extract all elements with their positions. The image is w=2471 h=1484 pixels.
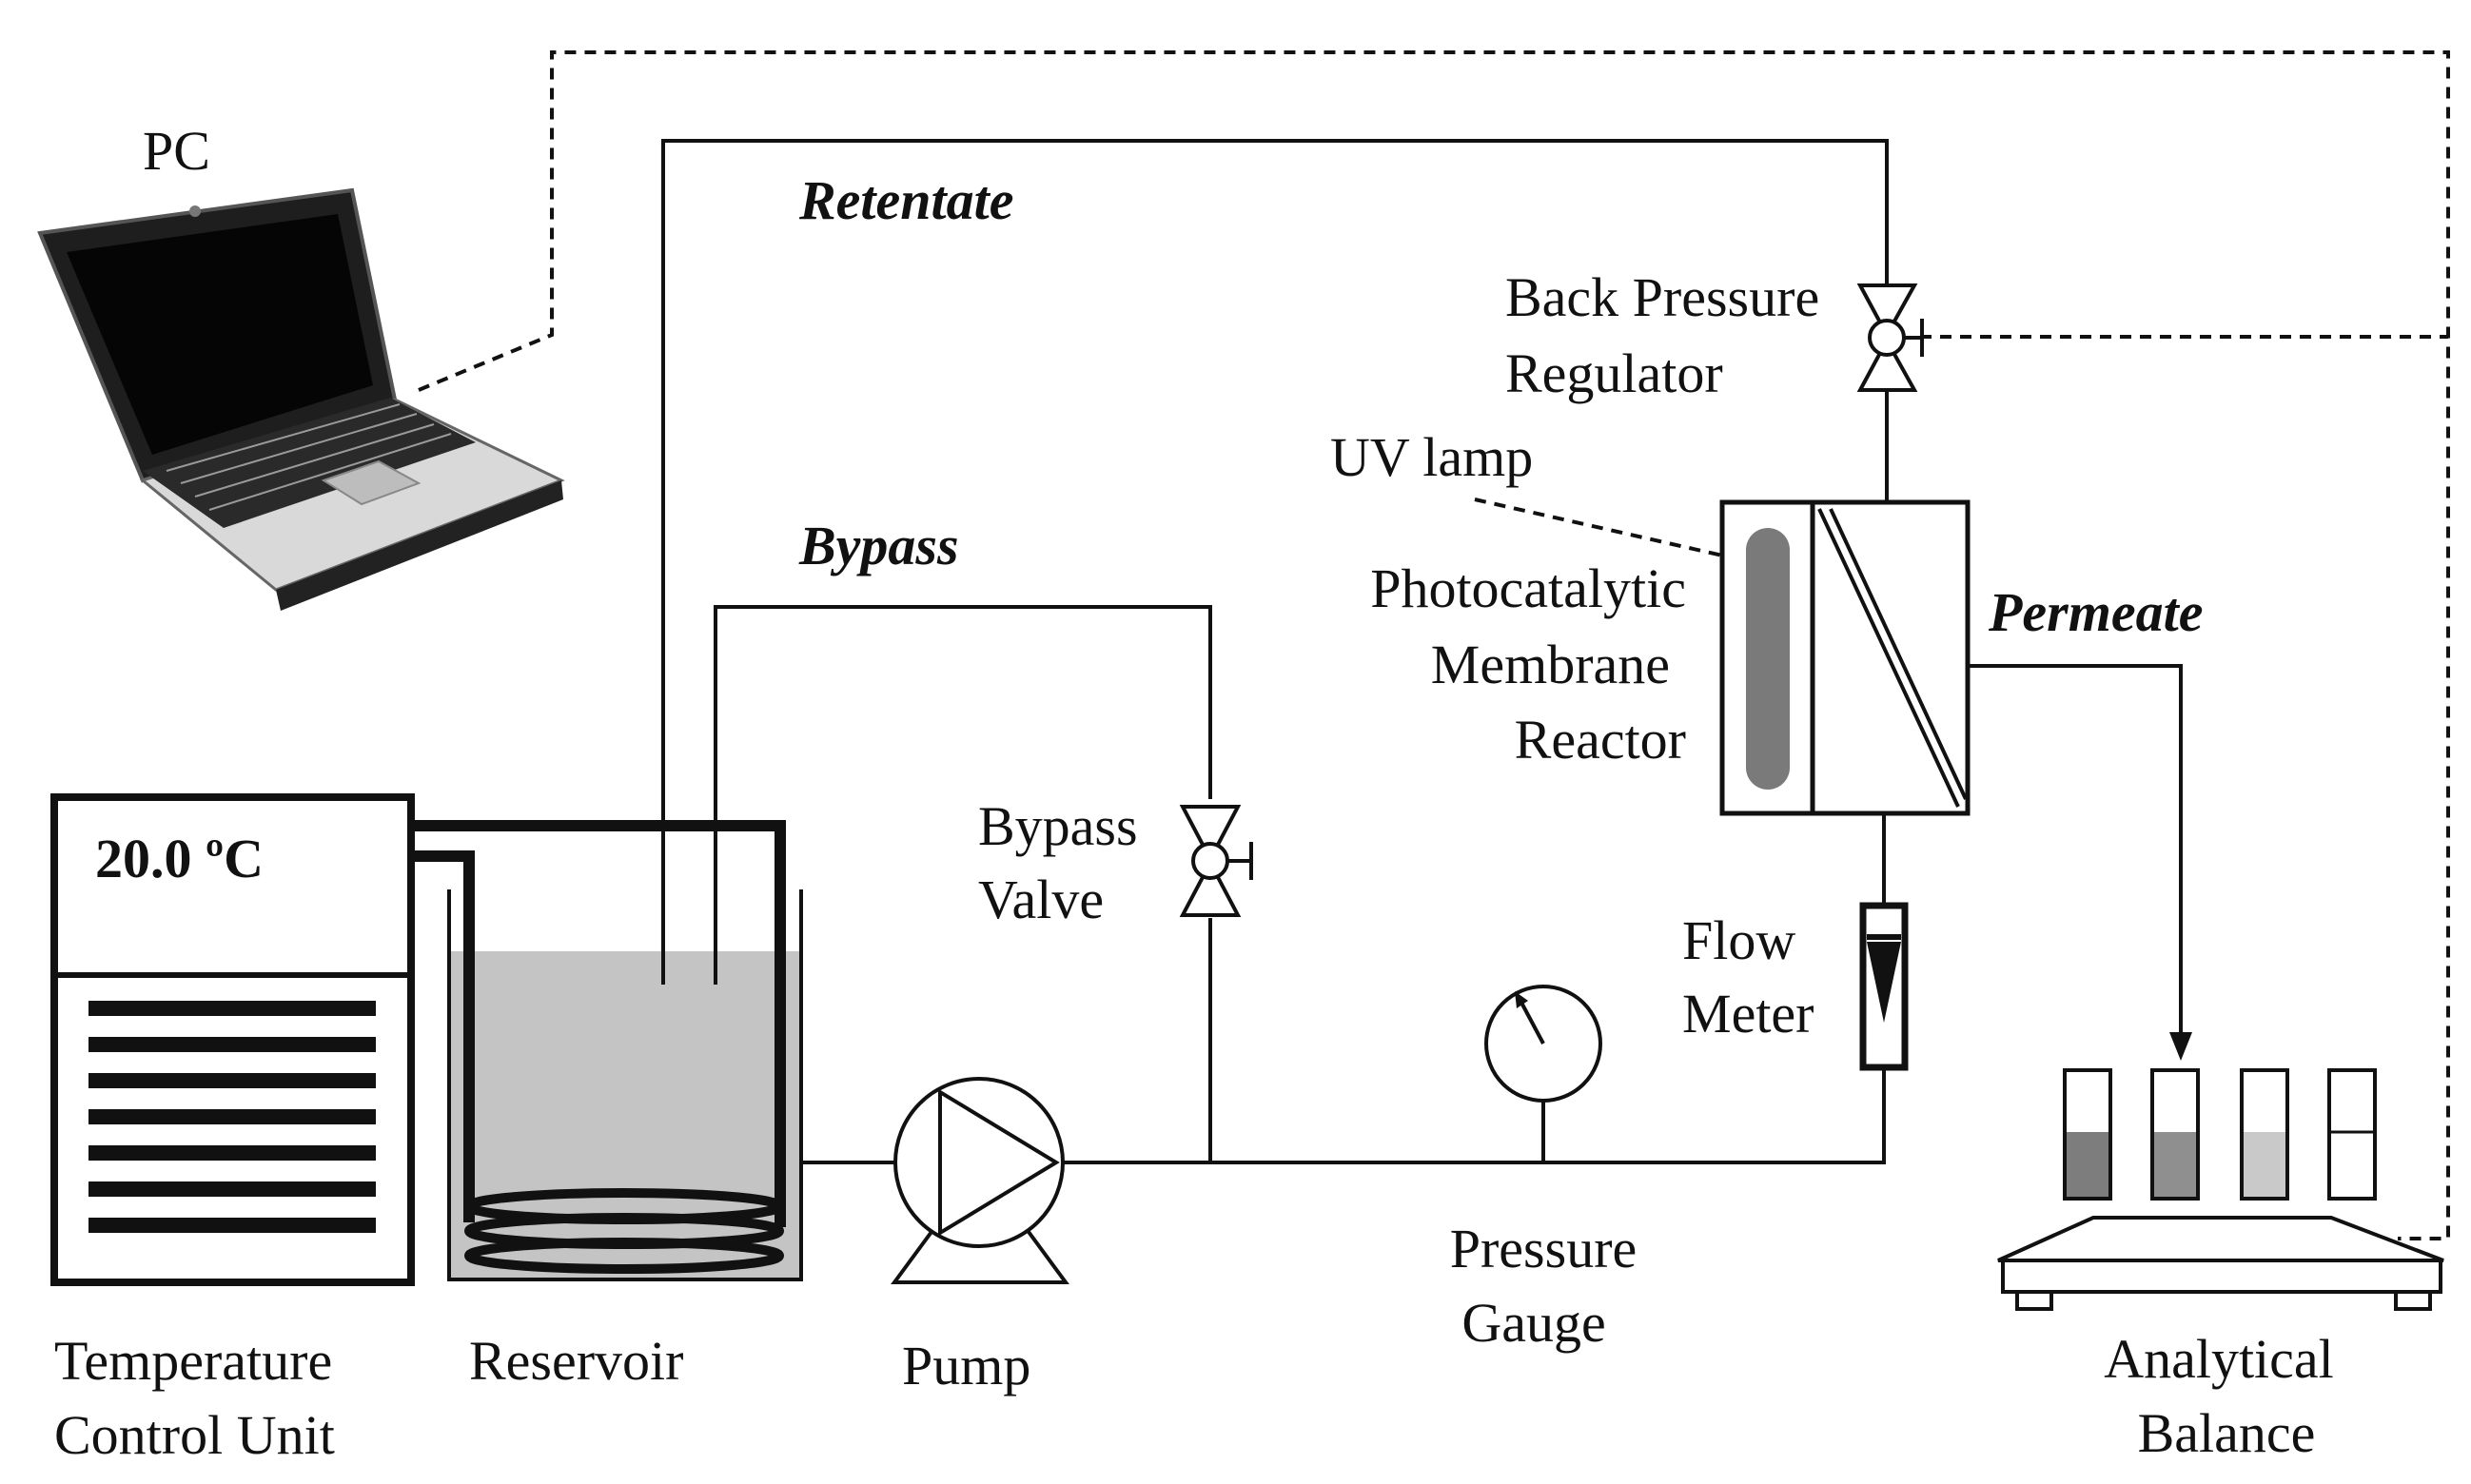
laptop-pc — [37, 187, 565, 611]
analytical-balance — [1997, 1068, 2444, 1311]
temp-unit-label-line1: Temperature — [54, 1330, 332, 1392]
flow-meter-label-line1: Flow — [1682, 909, 1795, 971]
back-pressure-label-line1: Back Pressure — [1505, 266, 1819, 328]
balance-label-line1: Analytical — [2104, 1328, 2334, 1390]
vial-3 — [2240, 1068, 2289, 1201]
pressure-gauge — [1484, 985, 1602, 1103]
signal-lines — [418, 50, 2450, 1240]
back-pressure-label-line2: Regulator — [1505, 342, 1723, 404]
uv-lamp — [1746, 528, 1790, 790]
reservoir-label: Reservoir — [469, 1330, 684, 1392]
pressure-gauge-label-line2: Gauge — [1461, 1292, 1605, 1354]
bypass-valve-label-line1: Bypass — [978, 795, 1138, 857]
temperature-control-unit — [50, 793, 415, 1286]
piping — [661, 139, 2192, 1164]
balance-label-line2: Balance — [2138, 1402, 2316, 1464]
uv-lamp-label: UV lamp — [1330, 426, 1533, 488]
temp-unit-label-line2: Control Unit — [54, 1404, 335, 1466]
flow-meter-label-line2: Meter — [1682, 983, 1814, 1045]
back-pressure-regulator — [1856, 283, 1924, 392]
reactor-label-line1: Photocatalytic — [1370, 557, 1686, 619]
bypass-label: Bypass — [798, 515, 959, 576]
bypass-valve-label-line2: Valve — [978, 869, 1104, 930]
bypass-valve — [1179, 805, 1253, 917]
vial-2 — [2150, 1068, 2200, 1201]
pc-label: PC — [143, 120, 210, 182]
vial-4 — [2327, 1068, 2377, 1201]
pressure-gauge-label-line1: Pressure — [1450, 1218, 1638, 1279]
temperature-display: 20.0 ºC — [95, 828, 264, 889]
flow-meter — [1859, 902, 1909, 1071]
reactor-label-line3: Reactor — [1515, 709, 1686, 771]
pump — [891, 1077, 1069, 1284]
reactor-label-line2: Membrane — [1431, 634, 1670, 695]
vial-1 — [2063, 1068, 2112, 1201]
retentate-label: Retentate — [798, 169, 1014, 231]
pump-label: Pump — [902, 1335, 1030, 1396]
reservoir — [411, 820, 803, 1281]
permeate-label: Permeate — [1988, 581, 2203, 643]
membrane-reactor — [1719, 499, 1971, 816]
